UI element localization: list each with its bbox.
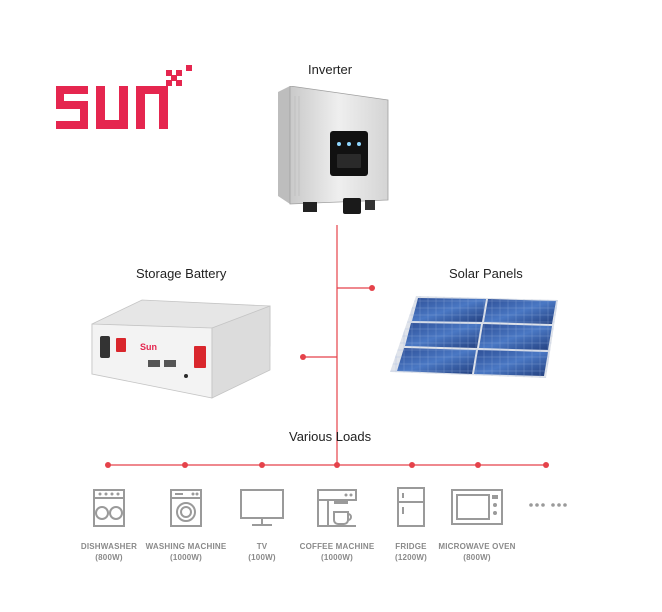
load-label-microwave: MICROWAVE OVEN (800W) — [422, 541, 532, 563]
load-name: WASHING MACHINE — [145, 542, 227, 551]
fridge-icon — [396, 486, 426, 528]
sun-logo-icon — [56, 65, 192, 129]
load-name: DISHWASHER — [80, 542, 138, 551]
solar-panel-array-icon — [390, 296, 558, 378]
load-power: (800W) — [463, 553, 491, 562]
load-label-fridge: FRIDGE (1200W) — [356, 541, 466, 563]
ellipsis-icon — [528, 500, 568, 510]
load-name: FRIDGE — [395, 542, 427, 551]
load-label-washing-machine: WASHING MACHINE (1000W) — [131, 541, 241, 563]
battery-label: Storage Battery — [136, 266, 227, 281]
microwave-icon — [450, 488, 504, 528]
dishwasher-icon — [92, 488, 126, 528]
load-power: (800W) — [95, 553, 123, 562]
washing-machine-icon — [169, 488, 203, 528]
solar-label: Solar Panels — [449, 266, 523, 281]
load-label-coffee-machine: COFFEE MACHINE (1000W) — [282, 541, 392, 563]
loads-title: Various Loads — [289, 429, 372, 444]
load-power: (1000W) — [320, 553, 354, 562]
rack-battery-icon: Sun — [91, 299, 271, 399]
load-name: MICROWAVE OVEN — [438, 542, 516, 551]
load-power: (1200W) — [394, 553, 428, 562]
brand-logo — [52, 62, 202, 140]
load-power: (1000W) — [169, 553, 203, 562]
load-label-tv: TV (100W) — [207, 541, 317, 563]
load-name: COFFEE MACHINE — [299, 542, 375, 551]
inverter-image — [275, 86, 390, 221]
load-power: (100W) — [248, 553, 276, 562]
coffee-machine-icon — [316, 486, 358, 528]
battery-brand-badge: Sun — [140, 342, 157, 352]
inverter-label: Inverter — [308, 62, 353, 77]
load-label-dishwasher: DISHWASHER (800W) — [54, 541, 164, 563]
load-name: TV — [256, 542, 268, 551]
battery-image: Sun — [82, 294, 272, 404]
solar-image — [388, 294, 560, 382]
tv-icon — [239, 488, 285, 528]
inverter-unit-icon — [278, 86, 389, 214]
